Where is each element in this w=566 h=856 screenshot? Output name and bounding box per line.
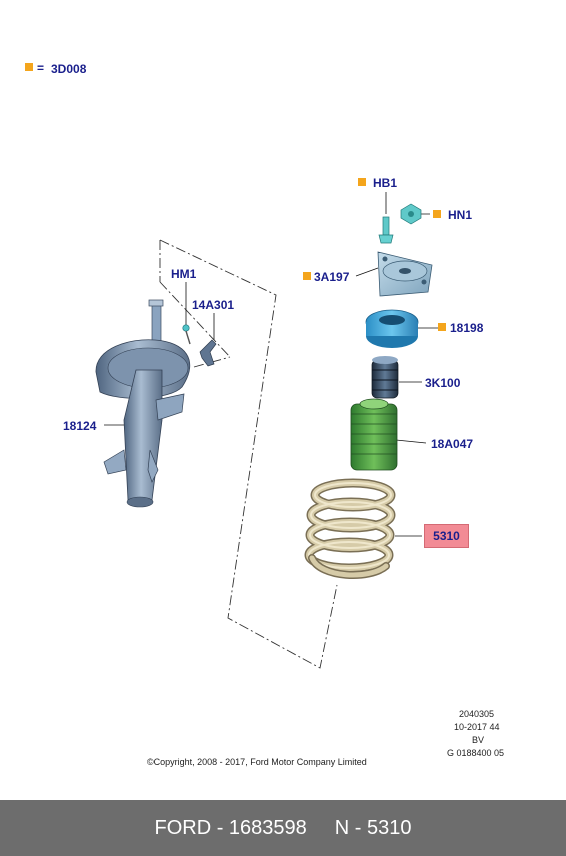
highlight-5310: 5310 [424,524,469,548]
marker-hn1 [433,210,441,218]
legend-equals: = [37,61,45,75]
top-mount-3a197 [377,251,433,297]
label-18124: 18124 [63,419,97,433]
label-hn1: HN1 [448,208,473,222]
footer-item-number: N - 5310 [334,816,412,839]
label-5310: 5310 [433,529,460,543]
diagram-drawing [95,192,446,669]
bolt-hb1 [378,216,394,244]
nut-hn1 [400,203,422,225]
bracket-14a301 [182,324,217,367]
label-18a047: 18A047 [431,437,474,451]
copyright-notice: ©Copyright, 2008 - 2017, Ford Motor Comp… [147,757,367,767]
doc-info-line-4: G 0188400 05 [447,748,505,758]
coil-spring-5310 [304,478,396,579]
legend-marker [25,63,33,71]
footer-part-number: FORD - 1683598 [154,816,307,839]
bearing-18198 [365,309,419,348]
label-3k100: 3K100 [425,376,461,390]
doc-info-line-3: BV [472,735,485,745]
bump-stop-3k100 [371,356,399,399]
doc-info-line-2: 10-2017 44 [454,722,500,732]
doc-info-line-1: 2040305 [459,709,495,719]
label-hb1: HB1 [373,176,398,190]
marker-hb1 [358,178,366,186]
marker-3a197 [303,272,311,280]
label-3a197: 3A197 [314,270,350,284]
footer-bar: FORD - 1683598 N - 5310 [0,800,566,856]
dust-boot-18a047 [350,398,398,471]
legend-code-3d008: 3D008 [51,62,87,76]
marker-18198 [438,323,446,331]
label-14a301: 14A301 [192,298,235,312]
label-hm1: HM1 [171,267,197,281]
assembly-outline [159,239,338,669]
strut-assembly-18124 [95,299,191,508]
exploded-parts-diagram [95,192,446,669]
label-18198: 18198 [450,321,484,335]
